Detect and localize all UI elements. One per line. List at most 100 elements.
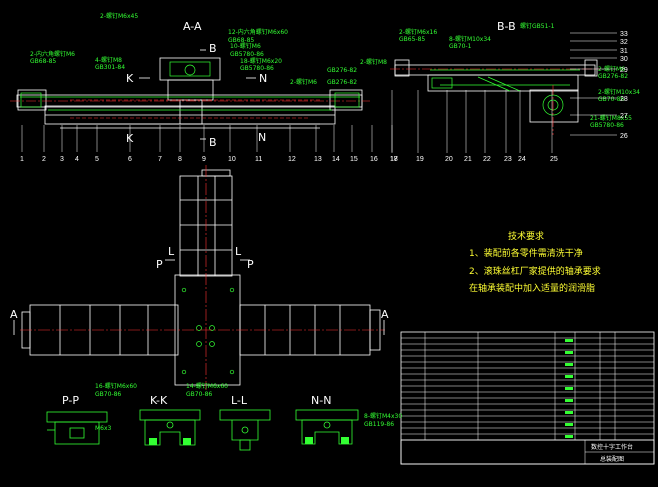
marker-b-upper: B	[209, 42, 217, 55]
section-pp-view: P-P	[46, 394, 108, 445]
parts-list-entry	[565, 339, 573, 342]
aa-callout-15: 15	[350, 156, 358, 163]
section-nn-view: N-N	[295, 394, 359, 445]
tech-requirement-3: 在轴承装配中加入适量的润滑脂	[469, 282, 595, 294]
aa-note-15: GB301-84	[95, 64, 125, 71]
parts-list-entry	[565, 435, 573, 438]
plan-centerlines	[20, 165, 385, 390]
plan-view: A A P P L L	[10, 165, 389, 390]
aa-cutting-arrows	[139, 49, 256, 140]
bb-callout-32: 32	[620, 39, 628, 46]
section-ll-view: L-L	[219, 394, 271, 451]
aa-callout-3: 3	[60, 156, 64, 163]
plan-section-arrows	[13, 259, 385, 335]
bb-callout-20: 20	[445, 156, 453, 163]
section-label-nn: N-N	[311, 394, 331, 407]
aa-callout-17: 17	[390, 156, 398, 163]
aa-note-4: 12-内六角螺钉M6x60	[228, 28, 288, 36]
aa-note-8: 18-螺钉M6x20	[240, 57, 282, 65]
bb-detail-lines	[430, 69, 580, 116]
aa-note-14: 4-螺钉M8	[95, 56, 122, 64]
marker-l-right: L	[235, 245, 242, 258]
parts-list-table: 数控十字工作台 总装配图	[400, 331, 655, 465]
marker-k-left: K	[126, 72, 134, 85]
bb-callout-25: 25	[550, 156, 558, 163]
aa-hidden-lines	[10, 99, 370, 119]
bb-callout-26: 26	[620, 133, 628, 140]
bb-motor-mount	[529, 89, 579, 123]
bb-note-3: 8-螺钉M10x34	[449, 35, 491, 43]
parts-list-entry	[565, 387, 573, 390]
bb-note-8: 2-螺钉M10x34	[598, 88, 640, 96]
marker-b-lower: B	[209, 136, 217, 149]
bb-lower-slide	[427, 74, 579, 92]
parts-list-entry	[565, 411, 573, 414]
drawing-title: 数控十字工作台	[591, 443, 633, 451]
kk-note-1: 14-螺钉M6x60	[186, 382, 228, 390]
marker-n-lower: N	[258, 131, 266, 144]
section-label-kk: K-K	[150, 394, 168, 407]
parts-list-entry	[565, 423, 573, 426]
aa-callout-5: 5	[95, 156, 99, 163]
bb-callout-19: 19	[416, 156, 424, 163]
aa-note-1: 2-内六角螺钉M6	[30, 50, 75, 58]
parts-list-entry	[565, 363, 573, 366]
aa-callout-10: 10	[228, 156, 236, 163]
aa-callout-2: 2	[42, 156, 46, 163]
section-label-pp: P-P	[62, 394, 79, 407]
bb-note-9: GB70-86	[598, 96, 624, 103]
aa-callout-9: 9	[202, 156, 206, 163]
aa-callout-7: 7	[158, 156, 162, 163]
tech-requirement-1: 1、装配前各零件需清洗干净	[469, 247, 583, 259]
bb-callout-28: 28	[620, 96, 628, 103]
pp-note-1: 16-螺钉M6x60	[95, 382, 137, 390]
parts-list-entry	[565, 399, 573, 402]
bb-note-5: 螺钉GB51-1	[520, 22, 555, 30]
aa-callout-8: 8	[178, 156, 182, 163]
section-label-aa: A-A	[183, 20, 202, 33]
parts-list-entry	[565, 351, 573, 354]
bb-callout-33: 33	[620, 31, 628, 38]
section-aa-view: A-A B B K K	[10, 12, 398, 163]
bb-callout-30: 30	[620, 56, 628, 63]
section-label-bb: B-B	[497, 20, 516, 33]
bb-note-4: GB70-1	[449, 43, 472, 50]
tech-requirements-title: 技术要求	[508, 230, 544, 242]
nn-note-1: 8-螺钉M4x30	[364, 412, 402, 420]
aa-note-3: 2-螺钉M6x45	[100, 12, 138, 20]
pp-note-2: GB70-86	[95, 391, 121, 398]
aa-note-12: 2-螺钉M6	[290, 78, 317, 86]
marker-p-right: P	[247, 258, 254, 271]
marker-p-left: P	[156, 258, 163, 271]
bb-note-7: GB276-82	[598, 73, 628, 80]
bb-note-2: GB65-85	[399, 36, 425, 43]
aa-callout-6: 6	[128, 156, 132, 163]
drawing-name: 总装配图	[600, 455, 624, 463]
aa-callout-16: 16	[370, 156, 378, 163]
aa-callout-4: 4	[75, 156, 79, 163]
aa-note-2: GB68-85	[30, 58, 56, 65]
aa-callout-14: 14	[332, 156, 340, 163]
marker-a-right: A	[381, 308, 389, 321]
marker-l-left: L	[168, 245, 175, 258]
kk-note-2: GB70-86	[186, 391, 212, 398]
aa-note-10: 2-螺钉M8	[360, 58, 387, 66]
marker-a-left: A	[10, 308, 18, 321]
bb-note-1: 2-螺钉M6x16	[399, 28, 437, 36]
plan-bolt-holes	[181, 287, 235, 375]
bb-callout-27: 27	[620, 113, 628, 120]
aa-detail-lines	[20, 61, 360, 111]
aa-note-11: GB276-82	[327, 67, 357, 74]
bb-callout-31: 31	[620, 48, 628, 55]
aa-note-6: 10-螺钉M6	[230, 42, 261, 50]
bb-callout-29: 29	[620, 67, 628, 74]
bb-note-11: GB5780-86	[590, 122, 624, 129]
bb-hidden-lines	[390, 68, 600, 135]
bb-callout-21: 21	[464, 156, 472, 163]
